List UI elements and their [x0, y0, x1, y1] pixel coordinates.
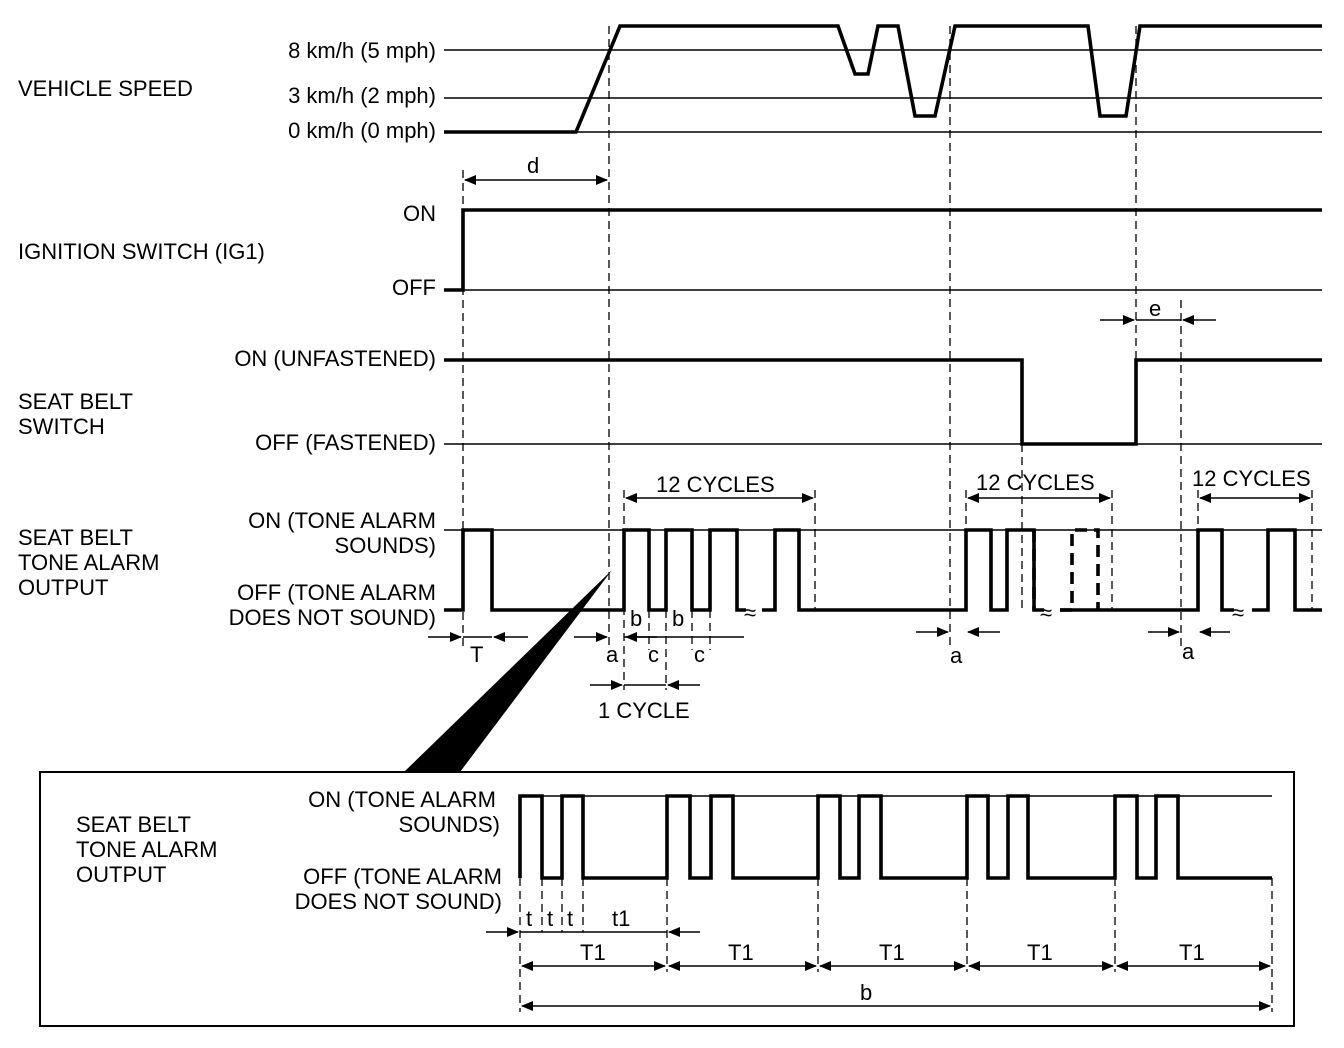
- detail-off-label-1: OFF (TONE ALARM: [303, 864, 502, 889]
- tone-alarm-label-3: OUTPUT: [18, 575, 108, 600]
- label-t-2: t: [547, 906, 553, 931]
- break-mark-2: ≈: [1040, 600, 1052, 625]
- label-t1: t1: [612, 906, 630, 931]
- zoom-callout-wedge: [404, 570, 612, 772]
- label-b-2: b: [672, 606, 684, 631]
- label-b-total: b: [860, 980, 872, 1005]
- alarm-on-label-2: SOUNDS): [335, 533, 436, 558]
- belt-fastened-label: OFF (FASTENED): [255, 430, 436, 455]
- label-a-3: a: [1182, 639, 1195, 664]
- label-T1-5: T1: [1179, 940, 1205, 965]
- tone-alarm-segment-3: [1060, 528, 1234, 612]
- seat-belt-switch-label-2: SWITCH: [18, 414, 105, 439]
- detail-guides: [519, 878, 1273, 1012]
- detail-on-label-1: ON (TONE ALARM: [308, 787, 496, 812]
- detail-dimension-T1: T1 T1 T1 T1 T1: [521, 940, 1271, 971]
- detail-label-3: OUTPUT: [76, 862, 166, 887]
- label-T: T: [470, 642, 483, 667]
- detail-waveform: [518, 794, 1272, 880]
- vertical-guides: [462, 26, 1313, 690]
- label-12-cycles-1: 12 CYCLES: [656, 472, 775, 497]
- speed-3-label: 3 km/h (2 mph): [288, 83, 436, 108]
- tone-alarm-segment-2: [762, 528, 1044, 612]
- label-1-cycle: 1 CYCLE: [598, 698, 690, 723]
- label-c-2: c: [694, 642, 705, 667]
- alarm-off-label-2: DOES NOT SOUND): [229, 605, 436, 630]
- ignition-switch-label: IGNITION SWITCH (IG1): [18, 239, 265, 264]
- label-t-3: t: [567, 906, 573, 931]
- label-d: d: [527, 153, 539, 178]
- tone-alarm-label-1: SEAT BELT: [18, 525, 133, 550]
- label-c-1: c: [648, 642, 659, 667]
- alarm-on-label-1: ON (TONE ALARM: [248, 508, 436, 533]
- alarm-off-label-1: OFF (TONE ALARM: [237, 580, 436, 605]
- detail-box: [39, 771, 1295, 1027]
- detail-on-label-2: SOUNDS): [399, 812, 500, 837]
- tone-alarm-segment-1: [444, 528, 746, 612]
- vehicle-speed-waveform: [444, 24, 1322, 134]
- tone-alarm-waveform: ≈ ≈ ≈: [444, 528, 1322, 625]
- ignition-waveform: [444, 208, 1322, 292]
- break-mark-1: ≈: [744, 600, 756, 625]
- seat-belt-switch-label-1: SEAT BELT: [18, 389, 133, 414]
- speed-0-label: 0 km/h (0 mph): [288, 118, 436, 143]
- ignition-off-label: OFF: [392, 275, 436, 300]
- detail-dimension-t: t t t t1: [486, 906, 700, 937]
- seat-belt-switch-waveform: [444, 358, 1322, 446]
- label-T1-3: T1: [879, 940, 905, 965]
- label-a-1: a: [606, 642, 619, 667]
- label-12-cycles-2: 12 CYCLES: [976, 470, 1095, 495]
- detail-label-1: SEAT BELT: [76, 812, 191, 837]
- label-T1-1: T1: [580, 940, 606, 965]
- tone-alarm-label-2: TONE ALARM: [18, 550, 159, 575]
- belt-unfastened-label: ON (UNFASTENED): [234, 346, 436, 371]
- label-t-1: t: [526, 906, 532, 931]
- detail-label-2: TONE ALARM: [76, 837, 217, 862]
- detail-off-label-2: DOES NOT SOUND): [295, 889, 502, 914]
- label-e: e: [1149, 296, 1161, 321]
- label-T1-2: T1: [728, 940, 754, 965]
- tone-alarm-segment-4: [1252, 528, 1322, 612]
- break-mark-3: ≈: [1232, 600, 1244, 625]
- label-12-cycles-3: 12 CYCLES: [1192, 466, 1311, 491]
- vehicle-speed-label: VEHICLE SPEED: [18, 76, 193, 101]
- reference-lines: [444, 49, 1322, 531]
- label-T1-4: T1: [1027, 940, 1053, 965]
- dimension-arrows: d e 12 CYCLES 12 CYCLES 12 CYCLES T a b …: [428, 153, 1311, 723]
- speed-8-label: 8 km/h (5 mph): [288, 38, 436, 63]
- label-a-2: a: [950, 643, 963, 668]
- tone-alarm-suppressed-pulses: [1060, 528, 1100, 612]
- ignition-on-label: ON: [403, 201, 436, 226]
- label-b-1: b: [630, 606, 642, 631]
